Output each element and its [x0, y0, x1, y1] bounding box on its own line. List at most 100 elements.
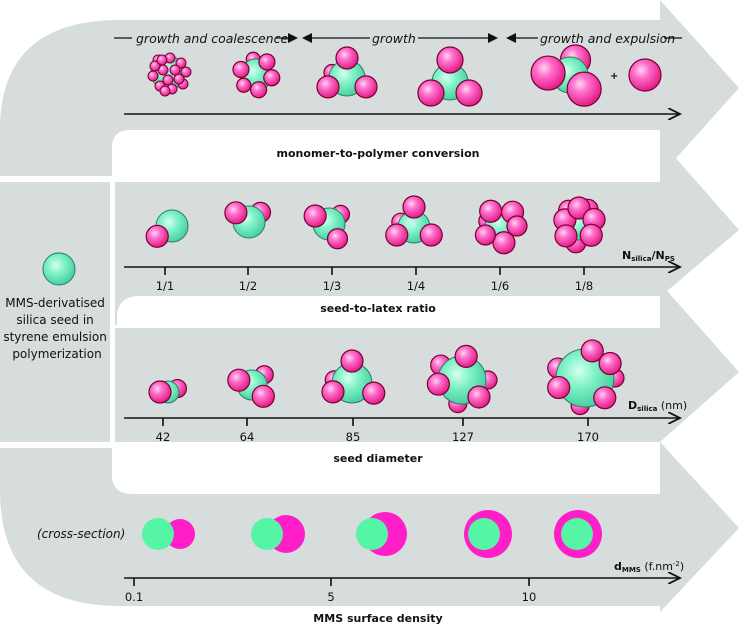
- silica-region: [468, 518, 500, 550]
- polymer-nodule: [236, 77, 252, 93]
- polymer-nodule: [173, 73, 185, 85]
- polymer-nodule: [402, 195, 426, 219]
- polymer-nodule: [436, 46, 464, 74]
- polymer-nodule: [506, 215, 528, 237]
- polymer-nodule: [156, 54, 168, 66]
- diameter-particle-85: [321, 349, 386, 405]
- polymer-nodule: [321, 380, 345, 404]
- polymer-nodule: [162, 74, 174, 86]
- polymer-nodule: [385, 223, 409, 247]
- polymer-nodule: [340, 349, 364, 373]
- polymer-nodule: [148, 380, 172, 404]
- diameter-axis-label: Dsilica (nm): [628, 399, 687, 413]
- polymer-nodule: [263, 69, 281, 87]
- composite-particle: [417, 46, 483, 107]
- ratio-particle-1-3: [303, 204, 351, 250]
- arrowhead-left-icon: [506, 33, 516, 43]
- polymer-nodule: [530, 55, 566, 91]
- diameter-tick-label: 127: [452, 430, 474, 444]
- silica-region: [356, 518, 388, 550]
- density-tick-label: 0.1: [125, 590, 143, 604]
- polymer-nodule: [250, 81, 268, 99]
- cross-section-label: (cross-section): [37, 527, 125, 541]
- cross-section-particle: [142, 518, 195, 550]
- polymer-nodule: [554, 224, 578, 248]
- polymer-nodule: [232, 60, 250, 79]
- polymer-nodule: [580, 339, 604, 363]
- stage-label-growth: growth: [372, 31, 416, 46]
- diameter-tick-label: 85: [346, 430, 361, 444]
- polymer-nodule: [454, 344, 478, 368]
- ratio-tick-label: 1/1: [156, 279, 175, 293]
- arrowhead-left-icon: [302, 33, 312, 43]
- seed-caption-line: polymerization: [12, 347, 101, 361]
- caption-diameter: seed diameter: [333, 452, 423, 465]
- ratio-tick-label: 1/4: [407, 279, 426, 293]
- axis-label-sup: -2: [673, 560, 680, 568]
- silica-region: [251, 518, 283, 550]
- caption-conversion: monomer-to-polymer conversion: [277, 147, 480, 160]
- polymer-nodule: [426, 372, 450, 396]
- seed-caption-line: MMS-derivatised: [5, 296, 105, 310]
- composite-particle: [232, 51, 281, 99]
- seed-caption: MMS-derivatised silica seed in styrene e…: [3, 296, 110, 361]
- polymer-nodule: [335, 46, 359, 70]
- diameter-particle-127: [426, 344, 498, 414]
- arrowhead-right-icon: [488, 33, 498, 43]
- caption-density: MMS surface density: [313, 612, 442, 625]
- diameter-particle-170: [547, 339, 625, 416]
- polymer-nodule: [354, 75, 378, 99]
- cross-section-particle: [464, 510, 512, 558]
- polymer-nodule: [159, 85, 171, 97]
- diameter-tick-label: 64: [240, 430, 255, 444]
- cross-section-particle: [554, 510, 602, 558]
- ratio-particle-1-8: [553, 196, 606, 254]
- stage-label-expulsion: growth and expulsion: [540, 31, 675, 46]
- axis-label-sub: silica: [631, 255, 652, 263]
- composite-particle: [530, 44, 602, 107]
- polymer-nodule: [417, 79, 445, 107]
- density-tick-label: 5: [327, 590, 334, 604]
- polymer-nodule: [467, 385, 491, 409]
- axis-label-unit: (nm): [657, 399, 687, 412]
- caption-strip-ratio: [117, 297, 660, 326]
- silica-seed-icon: [42, 252, 76, 286]
- cross-section-particle: [356, 512, 407, 556]
- polymer-nodule: [251, 384, 275, 408]
- ratio-particle-1-4: [385, 195, 443, 247]
- polymer-nodule: [316, 75, 340, 99]
- cross-section-particle: [251, 515, 305, 553]
- polymer-nodule: [362, 381, 386, 405]
- ratio-tick-label: 1/8: [575, 279, 594, 293]
- polymer-nodule: [579, 223, 603, 247]
- polymer-nodule: [474, 224, 497, 246]
- axis-label-main: d: [614, 560, 622, 573]
- polymer-nodule: [566, 71, 602, 107]
- caption-strip-conversion: [112, 132, 660, 178]
- axis-label-sub: PS: [665, 255, 675, 263]
- diameter-tick-label: 42: [156, 430, 171, 444]
- axis-label-sub: MMS: [622, 566, 641, 574]
- arrowhead-right-icon: [288, 33, 298, 43]
- axis-label-close: ): [680, 560, 684, 573]
- stage-label-coalescence: growth and coalescence: [136, 31, 288, 46]
- axis-label-unit: (f.nm: [641, 560, 673, 573]
- ratio-particle-1-2: [224, 201, 272, 239]
- polymer-nodule: [492, 231, 516, 255]
- seed-caption-line: silica seed in: [16, 313, 93, 327]
- caption-ratio: seed-to-latex ratio: [320, 302, 436, 315]
- axis-label-sep: /N: [651, 249, 664, 262]
- axis-label-main: D: [628, 399, 637, 412]
- ratio-tick-label: 1/2: [239, 279, 258, 293]
- composite-particle: [316, 46, 378, 99]
- diameter-tick-label: 170: [577, 430, 599, 444]
- polymer-nodule: [303, 204, 327, 228]
- polymer-nodule: [224, 201, 248, 225]
- ratio-tick-label: 1/3: [323, 279, 342, 293]
- diameter-particle-64: [227, 365, 275, 408]
- polymer-region: [165, 519, 195, 549]
- caption-strip-diameter: [115, 443, 660, 493]
- band-left-panel: [0, 182, 110, 442]
